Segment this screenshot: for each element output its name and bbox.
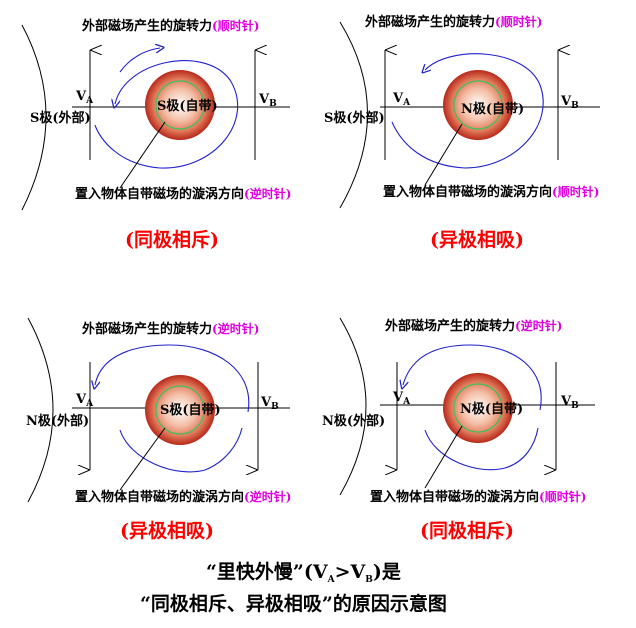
footer-line-2: “同极相斥、异极相吸”的原因示意图	[140, 592, 447, 615]
va-label: VA	[392, 390, 411, 407]
panel-caption: (异极相吸)	[430, 228, 524, 251]
vortex-pointer-line	[424, 425, 463, 489]
ext-force-direction: (逆时针)	[515, 318, 562, 333]
va-label: VA	[392, 91, 411, 108]
ext-force-label: 外部磁场产生的旋转力(逆时针)	[384, 318, 562, 334]
rotation-arrow-lower	[119, 427, 243, 473]
vb-label: VB	[260, 395, 279, 412]
vortex-direction: (顺时针)	[552, 184, 599, 199]
va-label: VA	[75, 89, 94, 106]
vortex-label: 置入物体自带磁场的漩涡方向(逆时针)	[75, 186, 291, 202]
vortex-direction: (逆时针)	[244, 186, 291, 201]
panel-caption: (同极相斥)	[420, 519, 514, 542]
pole-outer-label: S极(外部)	[30, 110, 91, 126]
magnet-sphere	[443, 373, 513, 443]
va-label: VA	[75, 392, 94, 409]
outer-field-arc	[27, 317, 54, 503]
panel-caption: (同极相斥)	[125, 228, 219, 251]
vortex-ring	[155, 385, 205, 435]
vb-label: VB	[560, 394, 579, 411]
pole-inner-label: N极(自带)	[460, 401, 523, 417]
vortex-ring	[453, 80, 503, 130]
pole-inner-label: S极(自带)	[157, 98, 218, 114]
vb-label: VB	[258, 92, 277, 109]
panel-3: 外部磁场产生的旋转力(逆时针) N极(外部) S极(自带) VA VB 置入物体…	[26, 317, 291, 542]
vortex-label: 置入物体自带磁场的漩涡方向(顺时针)	[370, 489, 586, 505]
ext-force-direction: (逆时针)	[212, 321, 259, 336]
vortex-ring	[155, 80, 205, 130]
vortex-label: 置入物体自带磁场的漩涡方向(逆时针)	[75, 489, 291, 505]
ext-force-label: 外部磁场产生的旋转力(顺时针)	[364, 14, 542, 30]
vortex-direction: (顺时针)	[539, 489, 586, 504]
magnet-sphere	[443, 70, 513, 140]
footer-line-1: “里快外慢”(VA>VB)是	[206, 560, 401, 585]
panel-caption: (异极相吸)	[120, 519, 214, 542]
outer-field-arc	[21, 24, 47, 211]
rotation-arrow-ring	[95, 344, 250, 413]
vortex-direction: (逆时针)	[244, 489, 291, 504]
vortex-ring	[453, 383, 503, 433]
pole-outer-label: N极(外部)	[26, 413, 89, 429]
panel-4: 外部磁场产生的旋转力(逆时针) N极(外部) N极(自带) VA VB 置入物体…	[322, 317, 595, 542]
pole-outer-label: N极(外部)	[322, 413, 385, 429]
pole-inner-label: S极(自带)	[160, 402, 221, 418]
magnet-sphere	[145, 375, 215, 445]
pole-outer-label: S极(外部)	[324, 110, 385, 126]
vortex-pointer-line	[119, 427, 166, 491]
panel-2: 外部磁场产生的旋转力(顺时针) S极(外部) N极(自带) VA VB 置入物体…	[324, 14, 600, 251]
ext-force-direction: (顺时针)	[212, 18, 259, 33]
ext-force-label: 外部磁场产生的旋转力(逆时针)	[81, 321, 259, 337]
vortex-label: 置入物体自带磁场的漩涡方向(顺时针)	[383, 184, 599, 200]
vortex-pointer-line	[424, 123, 463, 186]
vb-label: VB	[560, 94, 579, 111]
outer-field-arc	[339, 317, 367, 496]
rotation-arrow-lower	[424, 427, 539, 471]
pole-inner-label: N极(自带)	[461, 101, 524, 117]
magnet-sphere	[145, 70, 215, 140]
rotation-arrow-ring	[94, 60, 239, 169]
rotation-arrow-ring	[403, 344, 542, 411]
outer-field-arc	[339, 21, 368, 209]
rotation-arrow-upper	[119, 48, 160, 73]
ext-force-direction: (顺时针)	[495, 14, 542, 29]
panel-1: 外部磁场产生的旋转力(顺时针) S极(外部) S极(自带) VA VB 置入物体…	[21, 18, 291, 251]
ext-force-label: 外部磁场产生的旋转力(顺时针)	[81, 18, 259, 34]
rotation-arrow-ring	[391, 53, 544, 169]
vortex-pointer-line	[119, 121, 166, 189]
